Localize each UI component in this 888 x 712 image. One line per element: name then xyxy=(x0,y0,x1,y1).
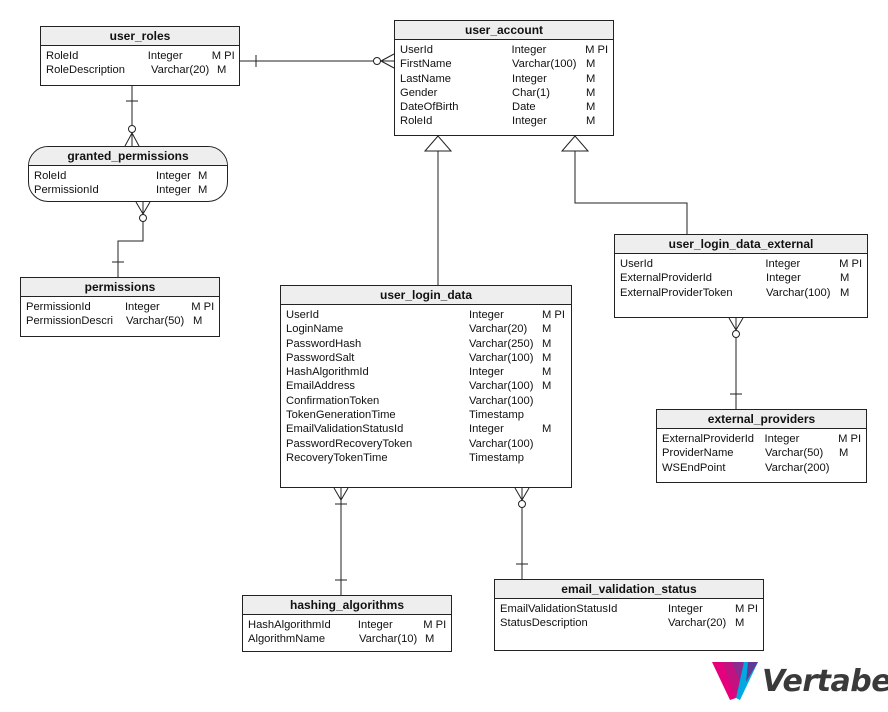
entity-title: user_login_data xyxy=(281,286,571,305)
entity-title: user_login_data_external xyxy=(615,235,867,254)
entity-title: user_roles xyxy=(41,27,239,46)
entity-title: email_validation_status xyxy=(495,580,763,599)
entity-email-validation-status[interactable]: email_validation_status EmailValidationS… xyxy=(494,579,764,651)
entity-title: user_account xyxy=(395,21,613,40)
entity-title: granted_permissions xyxy=(29,147,227,166)
vertabelo-wordmark: Vertabelo xyxy=(762,663,888,699)
entity-title: permissions xyxy=(21,278,219,297)
vertabelo-logo: Vertabelo xyxy=(712,660,888,702)
entity-title: hashing_algorithms xyxy=(243,596,451,615)
entity-title: external_providers xyxy=(657,410,866,429)
vertabelo-logo-icon xyxy=(712,662,758,700)
